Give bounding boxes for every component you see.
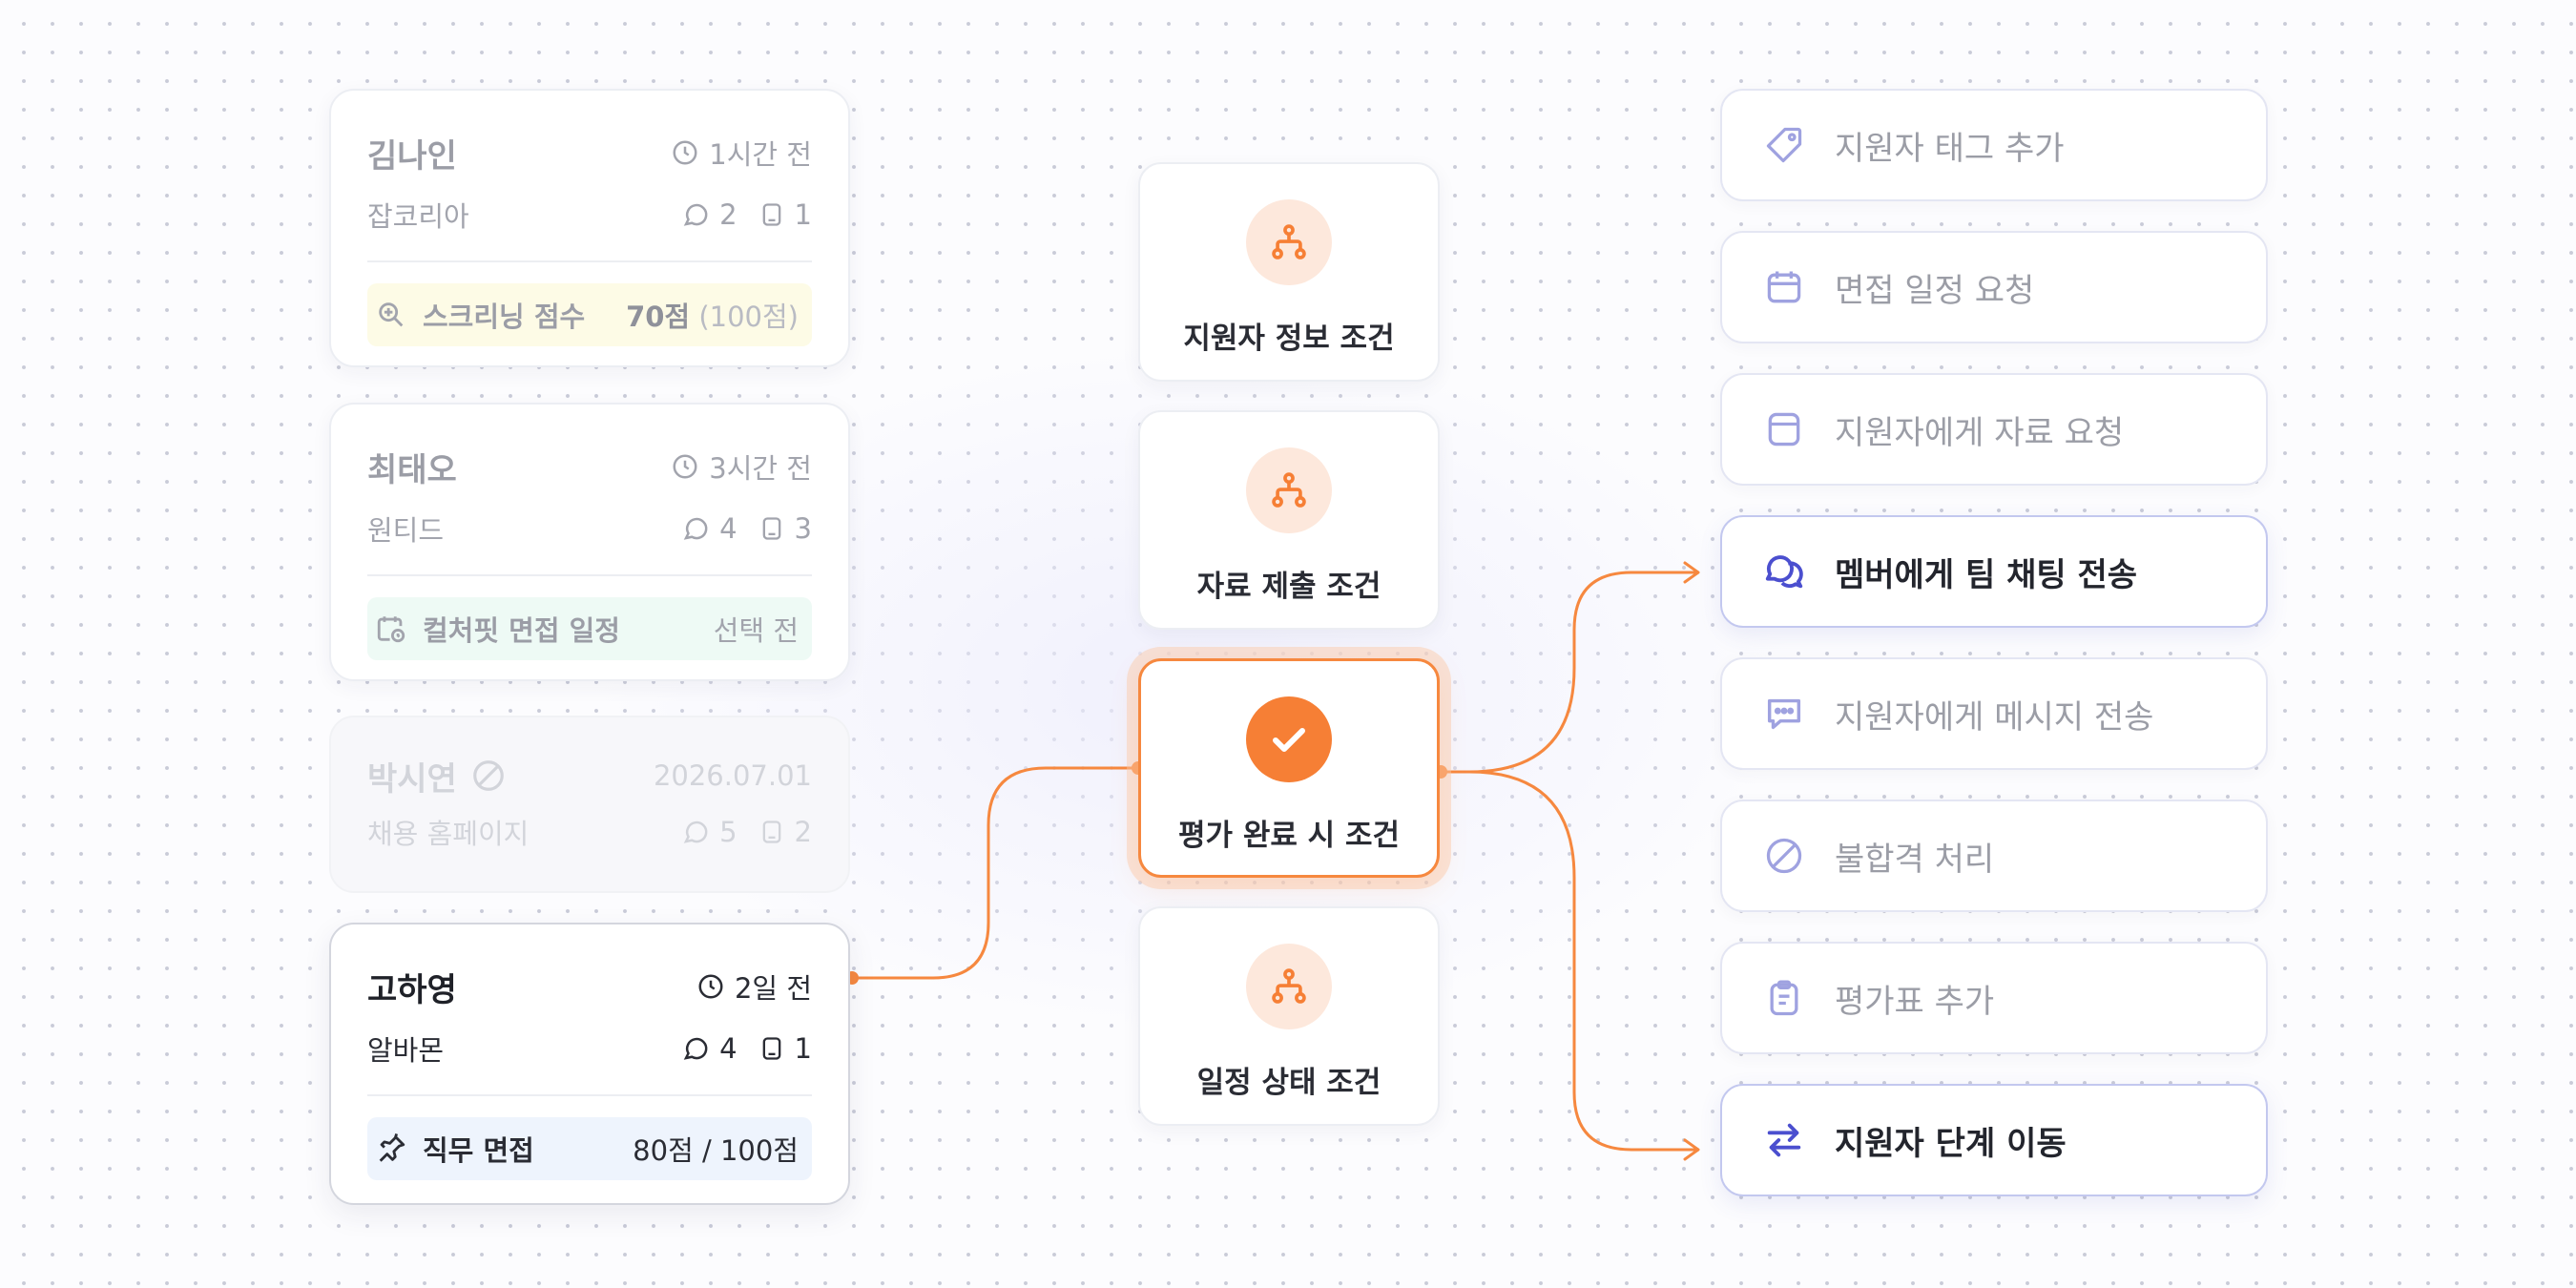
folder-icon: [1762, 407, 1806, 451]
applicant-time: 3시간 전: [671, 447, 812, 487]
check-icon: [1246, 696, 1332, 782]
team-chat-icon: [1762, 550, 1806, 593]
calendar-clock-icon: [377, 616, 405, 643]
arrow-head: [1683, 561, 1700, 584]
condition-node-applicant-info[interactable]: 지원자 정보 조건: [1138, 162, 1440, 382]
applicant-date: 2026.07.01: [653, 759, 812, 792]
applicant-card-disabled[interactable]: 박시연 2026.07.01 채용 홈페이지 5 2: [329, 716, 850, 893]
screening-score-banner: 스크리닝 점수 70점 (100점): [367, 283, 812, 346]
zoom-search-icon: [379, 302, 404, 327]
document-icon: [758, 819, 785, 845]
action-label: 평가표 추가: [1835, 982, 1995, 1021]
tag-icon: [1762, 123, 1806, 167]
applicant-name: 박시연: [367, 759, 457, 799]
arrow-head: [1683, 1138, 1700, 1161]
condition-node-schedule-status[interactable]: 일정 상태 조건: [1138, 906, 1440, 1126]
action-send-message[interactable]: 지원자에게 메시지 전송: [1720, 657, 2268, 770]
divider: [367, 1094, 812, 1096]
branch-icon: [1246, 447, 1332, 533]
branch-icon: [1246, 944, 1332, 1029]
swap-icon: [1762, 1118, 1806, 1162]
document-icon: [758, 201, 785, 228]
action-reject[interactable]: 불합격 처리: [1720, 800, 2268, 912]
divider: [367, 260, 812, 262]
action-label: 지원자에게 메시지 전송: [1835, 697, 2154, 737]
action-send-team-chat[interactable]: 멤버에게 팀 채팅 전송: [1720, 515, 2268, 628]
action-label: 지원자 태그 추가: [1835, 129, 2065, 168]
action-label: 멤버에게 팀 채팅 전송: [1835, 555, 2138, 594]
comment-icon: [681, 818, 710, 846]
condition-label: 평가 완료 시 조건: [1177, 819, 1401, 853]
applicant-time: 2일 전: [696, 966, 812, 1007]
action-add-evaluation-sheet[interactable]: 평가표 추가: [1720, 942, 2268, 1054]
applicant-name: 최태오: [367, 450, 457, 489]
applicant-name: 김나인: [367, 136, 457, 176]
action-add-applicant-tag[interactable]: 지원자 태그 추가: [1720, 89, 2268, 201]
applicant-name: 고하영: [367, 970, 457, 1009]
clock-icon: [673, 454, 697, 479]
applicant-card[interactable]: 김나인 1시간 전 잡코리아 2 1 스크리닝 점수 70점 (100점): [329, 89, 850, 367]
condition-label: 일정 상태 조건: [1196, 1066, 1381, 1100]
clock-icon: [698, 974, 723, 999]
comment-icon: [681, 200, 710, 229]
comment-icon: [681, 1034, 710, 1063]
condition-label: 자료 제출 조건: [1196, 570, 1381, 604]
action-label: 면접 일정 요청: [1835, 271, 2035, 310]
applicant-source: 알바몬: [367, 1034, 445, 1067]
connector-applicant-to-condition: [852, 766, 1138, 980]
condition-node-document-submission[interactable]: 자료 제출 조건: [1138, 410, 1440, 630]
condition-label: 지원자 정보 조건: [1183, 322, 1395, 356]
divider: [367, 574, 812, 576]
action-label: 불합격 처리: [1835, 840, 1995, 879]
applicant-counts: 4 1: [681, 1032, 812, 1065]
pin-icon: [379, 1132, 405, 1162]
calendar-icon: [1762, 265, 1806, 309]
applicant-source: 채용 홈페이지: [367, 818, 530, 850]
applicant-counts: 2 1: [681, 198, 812, 231]
clipboard-icon: [1762, 976, 1806, 1020]
document-icon: [758, 515, 785, 542]
applicant-card-selected[interactable]: 고하영 2일 전 알바몬 4 1 직무 면접 80점 / 100점: [329, 923, 850, 1205]
ban-icon: [473, 760, 504, 791]
applicant-counts: 4 3: [681, 512, 812, 545]
action-label: 지원자에게 자료 요청: [1835, 413, 2125, 452]
applicant-counts: 5 2: [681, 816, 812, 848]
action-request-documents[interactable]: 지원자에게 자료 요청: [1720, 373, 2268, 486]
job-interview-score-banner: 직무 면접 80점 / 100점: [367, 1117, 812, 1180]
interview-schedule-banner: 컬처핏 면접 일정 선택 전: [367, 597, 812, 660]
applicant-card[interactable]: 최태오 3시간 전 원티드 4 3 컬처핏 면접 일정 선택 전: [329, 403, 850, 681]
condition-node-evaluation-complete[interactable]: 평가 완료 시 조건: [1138, 658, 1440, 878]
action-label: 지원자 단계 이동: [1835, 1124, 2067, 1163]
message-icon: [1762, 692, 1806, 736]
document-icon: [758, 1035, 785, 1062]
branch-icon: [1246, 199, 1332, 285]
applicant-source: 잡코리아: [367, 200, 469, 233]
action-move-stage[interactable]: 지원자 단계 이동: [1720, 1084, 2268, 1196]
clock-icon: [673, 140, 697, 165]
applicant-source: 원티드: [367, 514, 445, 547]
action-request-interview[interactable]: 면접 일정 요청: [1720, 231, 2268, 343]
connector-condition-to-team-chat: [1441, 571, 1698, 774]
applicant-time: 1시간 전: [671, 133, 812, 173]
connector-condition-to-stage-move: [1441, 770, 1698, 1152]
comment-icon: [681, 514, 710, 543]
ban-icon: [1762, 834, 1806, 878]
